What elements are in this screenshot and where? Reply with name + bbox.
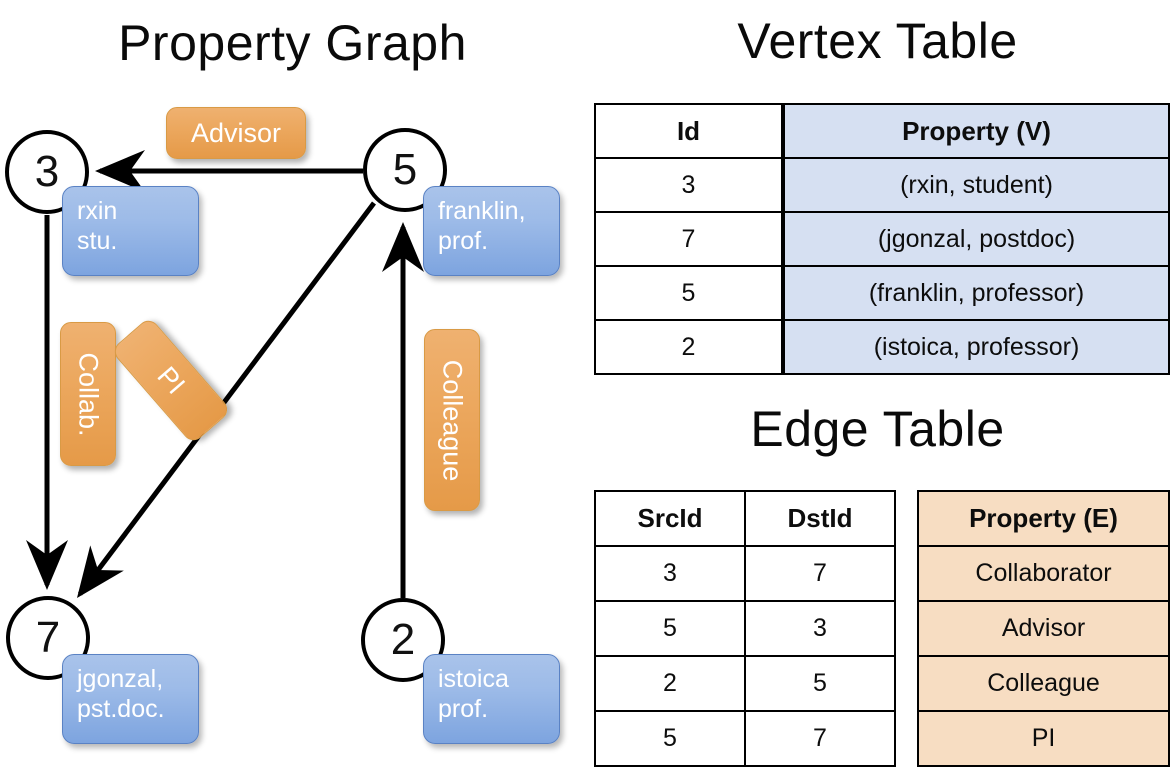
- edge-label-colleague-text: Colleague: [437, 359, 468, 481]
- table-header-row: Id: [594, 103, 783, 159]
- page-title-edge-table: Edge Table: [750, 401, 1005, 457]
- edge-table-header-srcid: SrcId: [594, 490, 746, 547]
- node-property-box-3: rxin stu.: [62, 186, 199, 276]
- table-row: Colleague: [917, 655, 1170, 712]
- node-property-5-line1: franklin,: [438, 197, 526, 225]
- table-row: 3: [594, 157, 783, 213]
- node-property-box-5: franklin, prof.: [423, 186, 560, 276]
- page-title-property-graph: Property Graph: [118, 15, 467, 71]
- edge-table-cell-srcid: 5: [594, 600, 746, 657]
- table-row: PI: [917, 710, 1170, 767]
- edge-table-cell-property: PI: [917, 710, 1170, 767]
- graph-node-7-label: 7: [35, 613, 61, 662]
- vertex-table-cell-property: (jgonzal, postdoc): [783, 211, 1170, 267]
- page-title-vertex-table: Vertex Table: [737, 13, 1018, 69]
- graph-node-5[interactable]: 5: [363, 128, 447, 212]
- table-row: 5 7: [594, 710, 896, 767]
- property-graph-diagram: 3 5 7 2 rxin stu. franklin, prof. jgonza…: [0, 0, 585, 760]
- graph-node-5-label: 5: [392, 145, 418, 194]
- graph-node-2-label: 2: [390, 615, 416, 664]
- edge-table-cell-srcid: 3: [594, 545, 746, 602]
- node-property-3-line1: rxin: [77, 197, 118, 225]
- edge-label-collab-text: Collab.: [73, 351, 104, 437]
- table-row: 3 7: [594, 545, 896, 602]
- vertex-table-cell-property: (istoica, professor): [783, 319, 1170, 375]
- edge-label-colleague: Colleague: [424, 329, 480, 511]
- edge-label-advisor: Advisor: [166, 107, 306, 159]
- vertex-table-id-column: Id 3 7 5 2: [594, 103, 783, 375]
- edge-table-cell-dstid: 5: [744, 655, 896, 712]
- vertex-table-cell-property: (franklin, professor): [783, 265, 1170, 321]
- table-row: 2: [594, 319, 783, 375]
- table-row: Advisor: [917, 600, 1170, 657]
- edge-label-advisor-text: Advisor: [190, 117, 282, 148]
- table-row: (jgonzal, postdoc): [783, 211, 1170, 267]
- graph-edge-lines: [25, 149, 425, 598]
- table-row: 2 5: [594, 655, 896, 712]
- node-property-7-line1: jgonzal,: [77, 665, 164, 693]
- table-row: 5: [594, 265, 783, 321]
- node-property-2-line2: prof.: [438, 694, 489, 723]
- node-property-3-line2: stu.: [77, 226, 118, 255]
- edge-table-cell-property: Collaborator: [917, 545, 1170, 602]
- edge-table-header-property: Property (E): [917, 490, 1170, 547]
- edge-table-cell-dstid: 7: [744, 710, 896, 767]
- vertex-table-cell-property: (rxin, student): [783, 157, 1170, 213]
- vertex-table-cell-id: 7: [594, 211, 783, 267]
- vertex-table-cell-id: 2: [594, 319, 783, 375]
- edge-table-id-columns: SrcId DstId 3 7 5 3 2 5 5 7: [594, 490, 896, 767]
- table-row: (istoica, professor): [783, 319, 1170, 375]
- edge-line-5-to-7: [76, 201, 376, 598]
- edge-table-cell-dstid: 3: [744, 600, 896, 657]
- table-header-row: SrcId DstId: [594, 490, 896, 547]
- edge-table-header-dstid: DstId: [744, 490, 896, 547]
- table-row: 5 3: [594, 600, 896, 657]
- vertex-table-cell-id: 5: [594, 265, 783, 321]
- table-row: (rxin, student): [783, 157, 1170, 213]
- table-row: (franklin, professor): [783, 265, 1170, 321]
- graph-node-3-label: 3: [34, 147, 60, 196]
- node-property-2-line1: istoica: [438, 665, 509, 693]
- edge-label-collab: Collab.: [60, 322, 116, 466]
- edge-table-cell-srcid: 5: [594, 710, 746, 767]
- vertex-table-header-property: Property (V): [783, 103, 1170, 159]
- edge-table-property-column: Property (E) Collaborator Advisor Collea…: [917, 490, 1170, 767]
- vertex-table-header-id: Id: [594, 103, 783, 159]
- edge-table-cell-property: Advisor: [917, 600, 1170, 657]
- table-header-row: Property (E): [917, 490, 1170, 547]
- vertex-table-property-column: Property (V) (rxin, student) (jgonzal, p…: [783, 103, 1170, 375]
- vertex-table-cell-id: 3: [594, 157, 783, 213]
- edge-table-cell-property: Colleague: [917, 655, 1170, 712]
- edge-table-cell-srcid: 2: [594, 655, 746, 712]
- table-header-row: Property (V): [783, 103, 1170, 159]
- edge-label-pi-text: PI: [151, 360, 192, 400]
- node-property-5-line2: prof.: [438, 226, 489, 255]
- table-row: 7: [594, 211, 783, 267]
- node-property-box-2: istoica prof.: [423, 654, 560, 744]
- node-property-box-7: jgonzal, pst.doc.: [62, 654, 199, 744]
- edge-table-cell-dstid: 7: [744, 545, 896, 602]
- node-property-7-line2: pst.doc.: [77, 694, 165, 723]
- graph-node-2[interactable]: 2: [361, 598, 445, 682]
- table-row: Collaborator: [917, 545, 1170, 602]
